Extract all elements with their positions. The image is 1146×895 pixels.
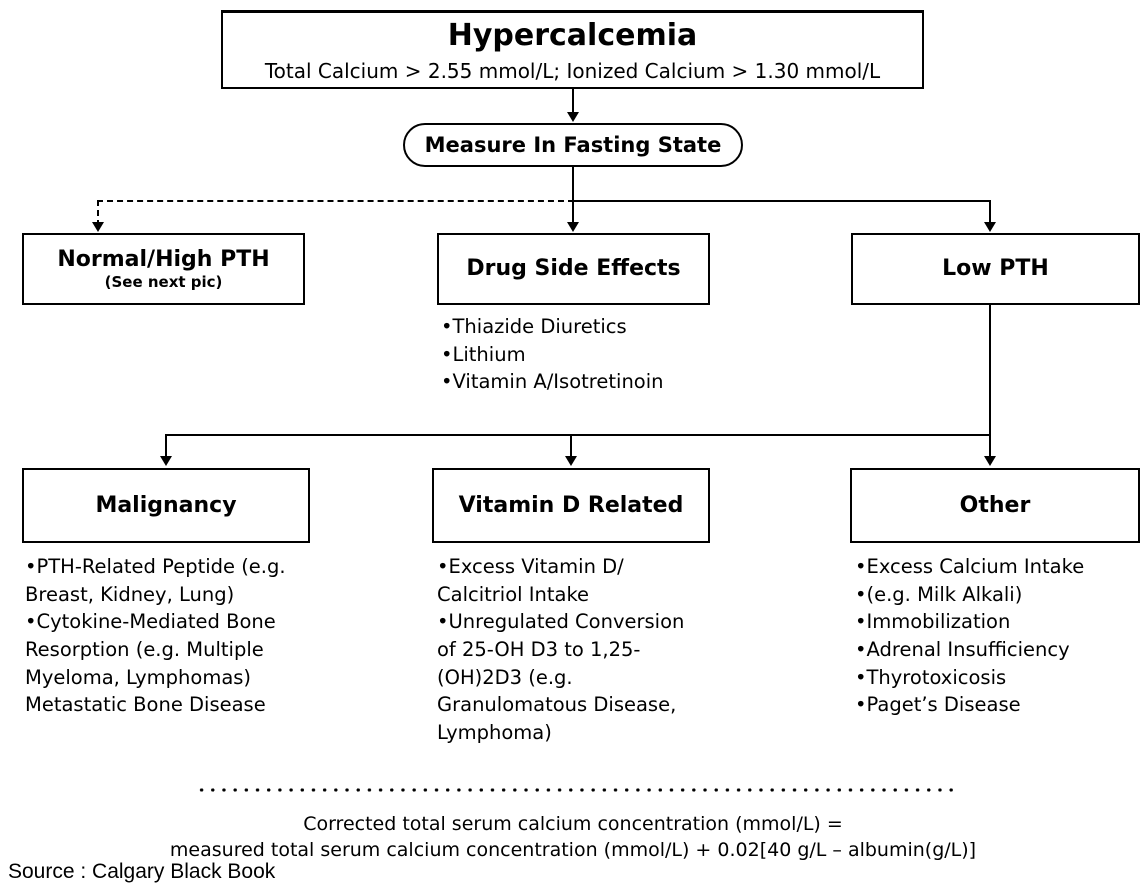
drug-side-effects-bullets: •Thiazide Diuretics •Lithium •Vitamin A/… [441,313,731,396]
connector-to-malignancy [165,434,167,460]
list-item: •Immobilization [855,610,1011,634]
list-item: of 25-OH D3 to 1,25- [437,638,641,662]
connector-low-pth-down [989,305,991,435]
arrowhead-normal-high-pth [92,222,104,232]
arrowhead-drug-side-effects [567,222,579,232]
list-item: Myeloma, Lymphomas) [25,665,252,689]
list-item: •Vitamin A/Isotretinoin [441,370,664,394]
bus-row3 [165,434,991,436]
list-item: •Excess Calcium Intake [855,555,1085,578]
corrected-calcium-formula-line-1: Corrected total serum calcium concentrat… [303,813,843,835]
malignancy-box: Malignancy [22,468,310,543]
list-item: •PTH-Related Peptide (e.g. [25,555,286,578]
dotted-divider [196,788,956,792]
connector-title-to-fasting [572,89,574,113]
arrowhead-fasting [567,112,579,122]
list-item: Metastatic Bone Disease [25,693,266,717]
malignancy-label: Malignancy [95,492,237,518]
list-item: •Thyrotoxicosis [855,665,1007,689]
vitamin-d-related-bullets: •Excess Vitamin D/ Calcitriol Intake •Un… [437,553,727,747]
list-item: •Excess Vitamin D/ [437,555,624,578]
list-item: •Cytokine-Mediated Bone [25,610,276,634]
connector-to-drug-side-effects [572,200,574,226]
low-pth-box: Low PTH [851,233,1140,305]
connector-fasting-down [572,167,574,202]
low-pth-label: Low PTH [942,256,1049,282]
other-label: Other [959,492,1031,518]
bus-solid-right [572,200,991,202]
connector-to-other [989,434,991,460]
connector-to-vitamin-d [570,434,572,460]
list-item: Calcitriol Intake [437,582,590,606]
other-bullets: •Excess Calcium Intake •(e.g. Milk Alkal… [855,553,1145,719]
list-item: Lymphoma) [437,721,552,745]
normal-high-pth-label: Normal/High PTH [57,246,270,272]
list-item: •Adrenal Insufficiency [855,638,1070,662]
source-note: Source : Calgary Black Book [8,860,276,883]
bus-dashed-left [97,200,574,202]
arrowhead-malignancy [160,456,172,466]
malignancy-bullets: •PTH-Related Peptide (e.g. Breast, Kidne… [25,553,325,719]
arrowhead-vitamin-d [565,456,577,466]
list-item: •Thiazide Diuretics [441,315,627,338]
connector-to-low-pth [989,200,991,226]
list-item: Granulomatous Disease, [437,693,677,717]
connector-to-normal-high-pth [97,200,99,226]
other-box: Other [850,468,1140,543]
list-item: Breast, Kidney, Lung) [25,582,235,606]
corrected-calcium-formula-line-2: measured total serum calcium concentrati… [169,839,977,861]
hypercalcemia-criteria: Total Calcium > 2.55 mmol/L; Ionized Cal… [264,58,881,83]
arrowhead-other [984,456,996,466]
measure-in-fasting-state-box: Measure In Fasting State [403,123,743,167]
list-item: (OH)2D3 (e.g. [437,665,573,689]
drug-side-effects-box: Drug Side Effects [437,233,710,305]
list-item: •Lithium [441,342,526,366]
drug-side-effects-label: Drug Side Effects [466,256,681,282]
list-item: •Paget’s Disease [855,693,1021,717]
arrowhead-low-pth [984,222,996,232]
vitamin-d-related-label: Vitamin D Related [458,492,684,518]
list-item: •Unregulated Conversion [437,610,685,634]
page-title: Hypercalcemia [447,18,698,53]
list-item: Resorption (e.g. Multiple [25,638,264,662]
fasting-label: Measure In Fasting State [424,132,722,157]
vitamin-d-related-box: Vitamin D Related [432,468,710,543]
hypercalcemia-title-box: Hypercalcemia Total Calcium > 2.55 mmol/… [221,10,924,89]
list-item: •(e.g. Milk Alkali) [855,582,1023,606]
normal-high-pth-box: Normal/High PTH (See next pic) [22,233,305,305]
normal-high-pth-note: (See next pic) [104,273,223,292]
